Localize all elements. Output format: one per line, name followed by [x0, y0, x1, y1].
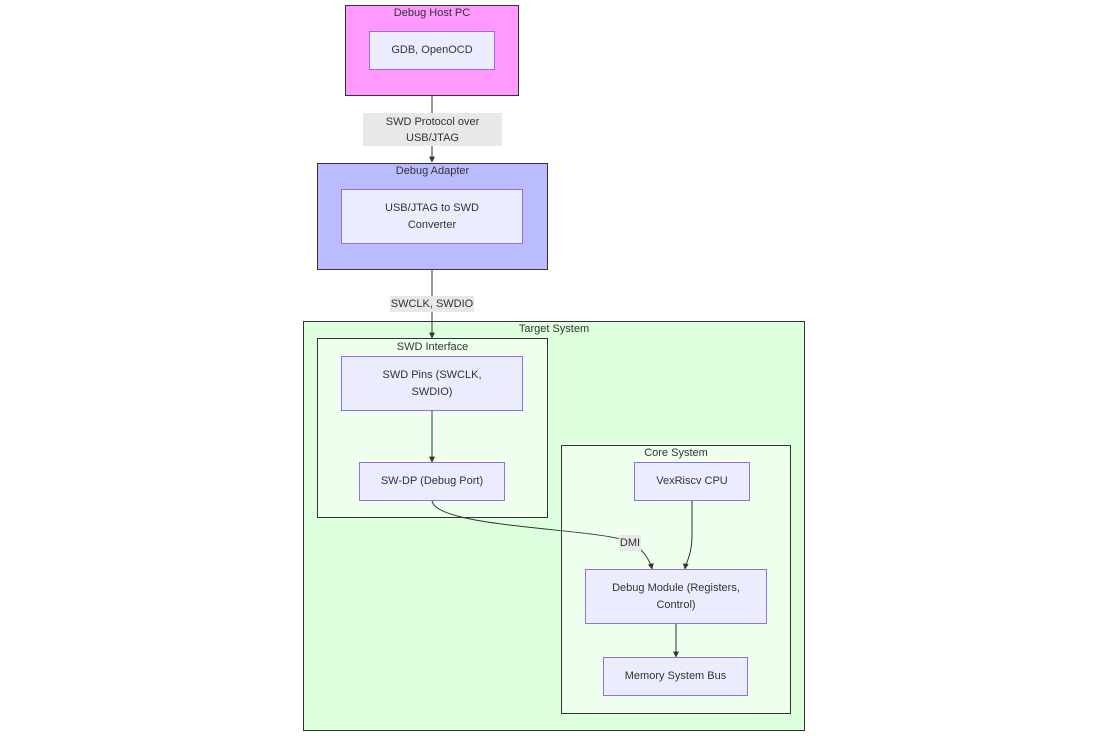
- node-sw-dp: SW-DP (Debug Port): [359, 462, 505, 501]
- node-swd-pins: SWD Pins (SWCLK, SWDIO): [341, 356, 523, 411]
- edge-label-dmi: DMI: [619, 535, 641, 551]
- cluster-title-swd-interface: SWD Interface: [396, 341, 469, 353]
- edge-label-swclk-swdio: SWCLK, SWDIO: [390, 296, 474, 312]
- node-memory-system-bus: Memory System Bus: [603, 657, 748, 696]
- node-vexriscv-cpu: VexRiscv CPU: [634, 462, 750, 501]
- node-debug-module: Debug Module (Registers, Control): [585, 569, 767, 624]
- cluster-title-core-system: Core System: [644, 447, 708, 459]
- edge-swdp-to-debug-module: [431, 499, 654, 570]
- node-usb-jtag-converter: USB/JTAG to SWD Converter: [341, 189, 523, 244]
- cluster-title-target-system: Target System: [518, 323, 590, 335]
- node-gdb-openocd: GDB, OpenOCD: [369, 31, 495, 70]
- cluster-title-debug-host-pc: Debug Host PC: [393, 7, 471, 19]
- cluster-title-debug-adapter: Debug Adapter: [395, 165, 470, 177]
- edge-label-swd-protocol: SWD Protocol over USB/JTAG: [363, 113, 502, 146]
- edge-cpu-to-debug-module: [682, 500, 693, 570]
